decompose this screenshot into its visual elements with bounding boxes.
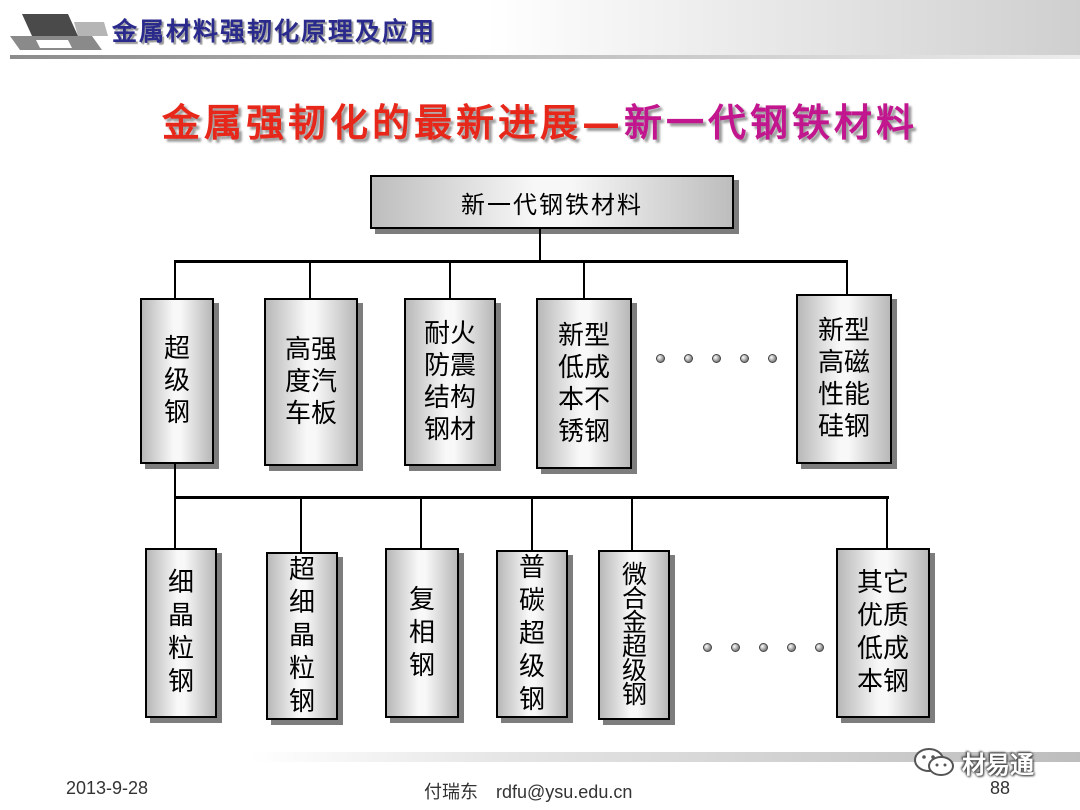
connector-row2-drop-4	[531, 496, 533, 550]
footer-author: 付瑞东 rdfu@ysu.edu.cn	[424, 782, 633, 802]
tree-root-node: 新一代钢铁材料	[370, 175, 734, 229]
connector-row1-drop-1	[174, 260, 176, 298]
header-divider	[10, 55, 1080, 59]
tree-node-row1-1: 超 级 钢	[140, 298, 214, 464]
footer-divider	[250, 752, 1080, 762]
connector-row2-drop-3	[420, 496, 422, 548]
connector-row2-drop-5	[631, 496, 633, 550]
wechat-icon	[914, 748, 954, 776]
ellipsis-dot	[787, 643, 796, 652]
footer-date: 2013-9-28	[66, 778, 149, 798]
tree-node-row2-2: 超 细 晶 粒 钢	[266, 552, 338, 720]
tree-node-row1-4: 新型 低成 本不 锈钢	[536, 298, 632, 469]
ellipsis-dot	[815, 643, 824, 652]
connector-root-down	[539, 227, 541, 261]
ellipsis-dot	[656, 354, 665, 363]
connector-row1-bus	[174, 260, 848, 263]
logo-icon	[10, 14, 108, 50]
tree-node-row1-2: 高强 度汽 车板	[264, 298, 358, 466]
connector-row1-drop-4	[583, 260, 585, 298]
ellipsis-dot	[768, 354, 777, 363]
connector-row1-drop-5	[846, 260, 848, 294]
connector-row2-drop-1	[174, 496, 176, 548]
connector-row2-drop-2	[300, 496, 302, 552]
header-title: 金属材料强韧化原理及应用	[112, 17, 437, 46]
tree-node-row1-3: 耐火 防震 结构 钢材	[404, 298, 496, 466]
watermark: 材易通	[912, 745, 1034, 779]
slide-title-part2: 新一代钢铁材料	[624, 100, 919, 145]
tree-node-row2-3: 复 相 钢	[385, 548, 459, 718]
tree-node-row1-5: 新型 高磁 性能 硅钢	[796, 294, 892, 464]
watermark-text: 材易通	[962, 750, 1034, 779]
connector-row1-drop-2	[309, 260, 311, 298]
page-number: 88	[990, 778, 1011, 798]
ellipsis-row2	[703, 643, 824, 652]
slide-title: 金属强韧化的最新进展—新一代钢铁材料	[0, 92, 1080, 147]
tree-node-row2-4: 普 碳 超 级 钢	[496, 550, 568, 718]
ellipsis-dot	[703, 643, 712, 652]
tree-node-row2-6: 其它 优质 低成 本钢	[836, 548, 930, 718]
tree-node-row2-5: 微 合 金 超 级 钢	[598, 550, 670, 720]
ellipsis-dot	[731, 643, 740, 652]
ellipsis-dot	[712, 354, 721, 363]
ellipsis-row1	[656, 354, 777, 363]
header-band	[0, 0, 1080, 58]
ellipsis-dot	[759, 643, 768, 652]
ellipsis-dot	[740, 354, 749, 363]
connector-row1-drop-3	[449, 260, 451, 298]
connector-row2-drop-6	[886, 496, 888, 548]
tree-node-row2-1: 细 晶 粒 钢	[145, 548, 217, 718]
ellipsis-dot	[684, 354, 693, 363]
connector-super-steel-down	[174, 464, 176, 498]
slide-title-part1: 金属强韧化的最新进展—	[161, 100, 624, 145]
